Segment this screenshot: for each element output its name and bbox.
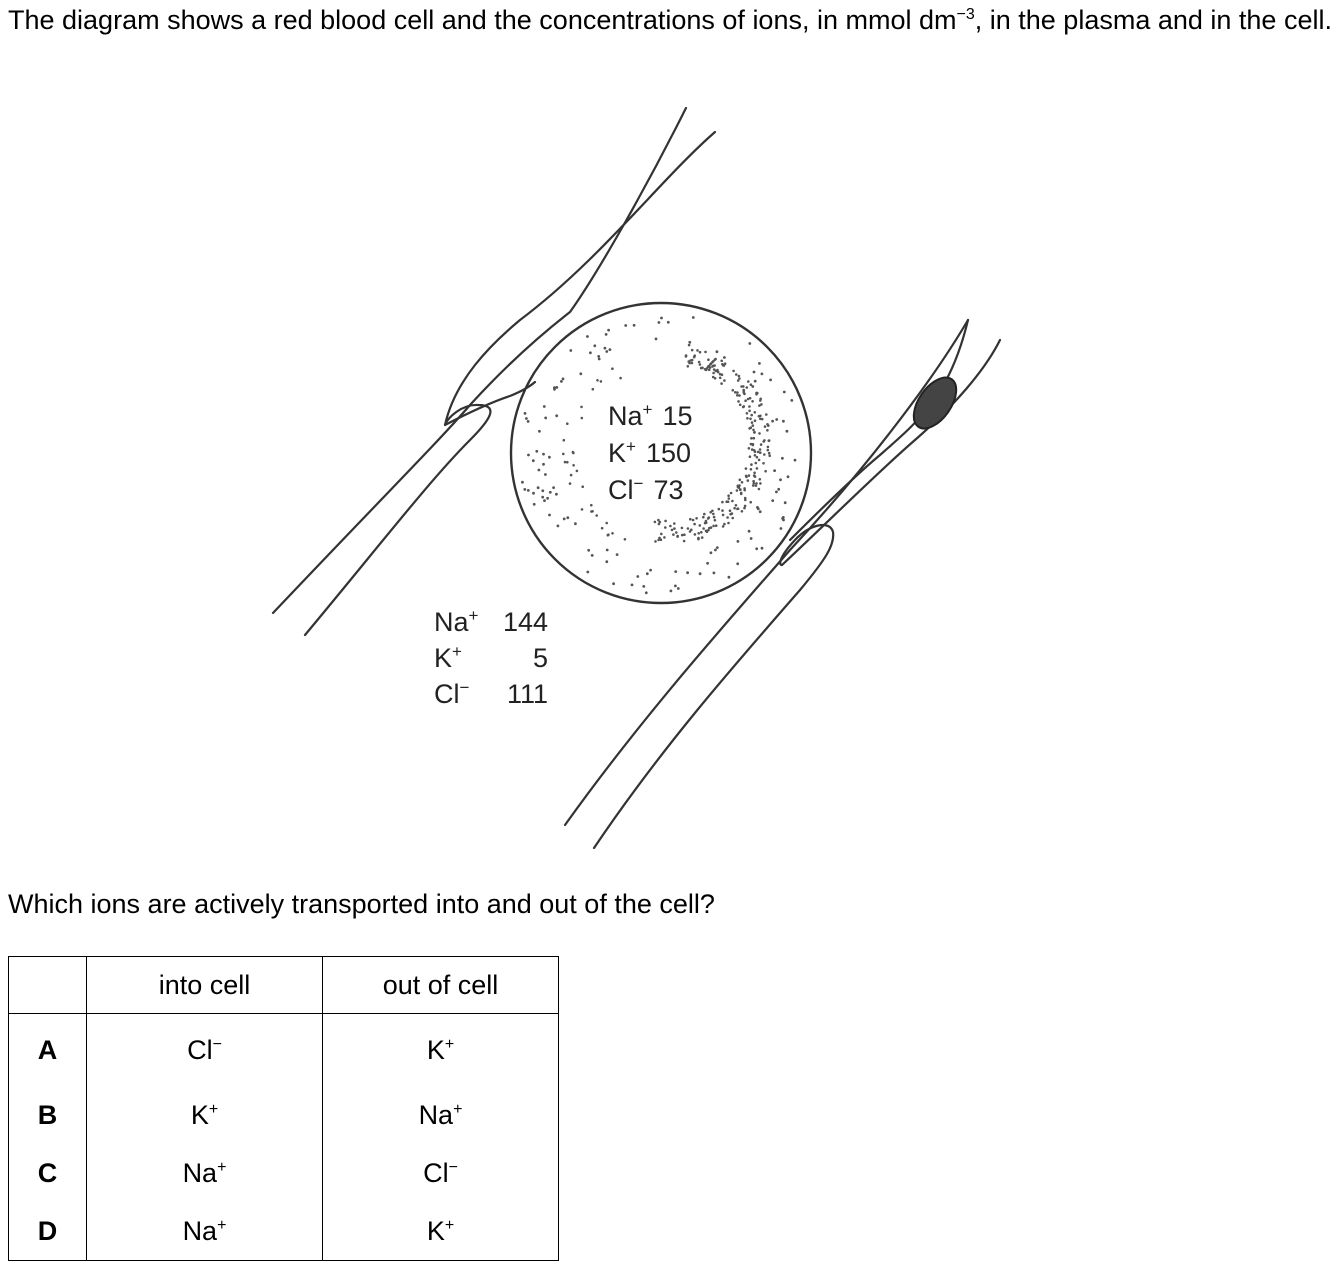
answer-row-c[interactable]: C Na+ Cl−	[8, 1144, 559, 1202]
out-of-cell-value: K+	[322, 1202, 559, 1261]
option-key: B	[8, 1086, 87, 1144]
capillary-wall-upper-inner	[303, 130, 717, 637]
option-key: D	[8, 1202, 87, 1261]
option-key: A	[8, 1013, 87, 1086]
option-key: C	[8, 1144, 87, 1202]
answer-table: into cell out of cell A Cl− K+ B K+ Na+ …	[8, 956, 559, 1261]
into-cell-value: K+	[86, 1086, 323, 1144]
out-of-cell-value: K+	[322, 1013, 559, 1086]
header-into-cell: into cell	[86, 956, 323, 1014]
intro-exponent: −3	[956, 6, 975, 23]
question-text: Which ions are actively transported into…	[8, 889, 715, 919]
capillary-junction-upper	[443, 380, 537, 427]
plasma-ion-value-1: 5	[533, 643, 548, 673]
into-cell-value: Na+	[86, 1144, 323, 1202]
out-of-cell-value: Cl−	[322, 1144, 559, 1202]
plasma-ion-symbol-0: Na+	[434, 606, 479, 637]
capillary-wall-lower-inner	[592, 523, 835, 850]
plasma-ion-symbol-2: Cl−	[434, 678, 470, 709]
capillary-junction-lower	[788, 318, 970, 542]
capillary-wall-upper-outer	[271, 106, 688, 615]
cell-ion-label-2: Cl−73	[608, 474, 683, 505]
into-cell-value: Cl−	[86, 1013, 323, 1086]
red-blood-cell-membrane	[509, 301, 813, 605]
plasma-ion-symbol-1: K+	[434, 642, 462, 673]
answer-row-a[interactable]: A Cl− K+	[8, 1013, 559, 1086]
intro-text: The diagram shows a red blood cell and t…	[8, 2, 1333, 38]
answer-row-b[interactable]: B K+ Na+	[8, 1086, 559, 1144]
plasma-ion-value-2: 111	[507, 679, 548, 709]
answer-table-header: into cell out of cell	[8, 956, 559, 1014]
endothelial-nucleus	[912, 376, 958, 430]
intro-part1: The diagram shows a red blood cell and t…	[8, 5, 957, 35]
plasma-ion-value-0: 144	[503, 607, 548, 637]
cell-ion-label-0: Na+15	[608, 400, 693, 431]
cytoplasm-stipple	[521, 316, 797, 595]
header-blank	[8, 956, 87, 1014]
into-cell-value: Na+	[86, 1202, 323, 1261]
red-blood-cell-diagram: Na+15 K+150 Cl−73 Na+ 144 K+ 5 Cl− 111	[271, 106, 1002, 850]
cell-ion-label-1: K+150	[608, 437, 691, 468]
capillary-wall-lower-top	[780, 338, 1002, 567]
answer-row-d[interactable]: D Na+ K+	[8, 1202, 559, 1261]
out-of-cell-value: Na+	[322, 1086, 559, 1144]
intro-part2: , in the plasma and in the cell.	[974, 5, 1332, 35]
capillary-wall-lower-outer	[563, 318, 970, 827]
header-out-of-cell: out of cell	[322, 956, 559, 1014]
